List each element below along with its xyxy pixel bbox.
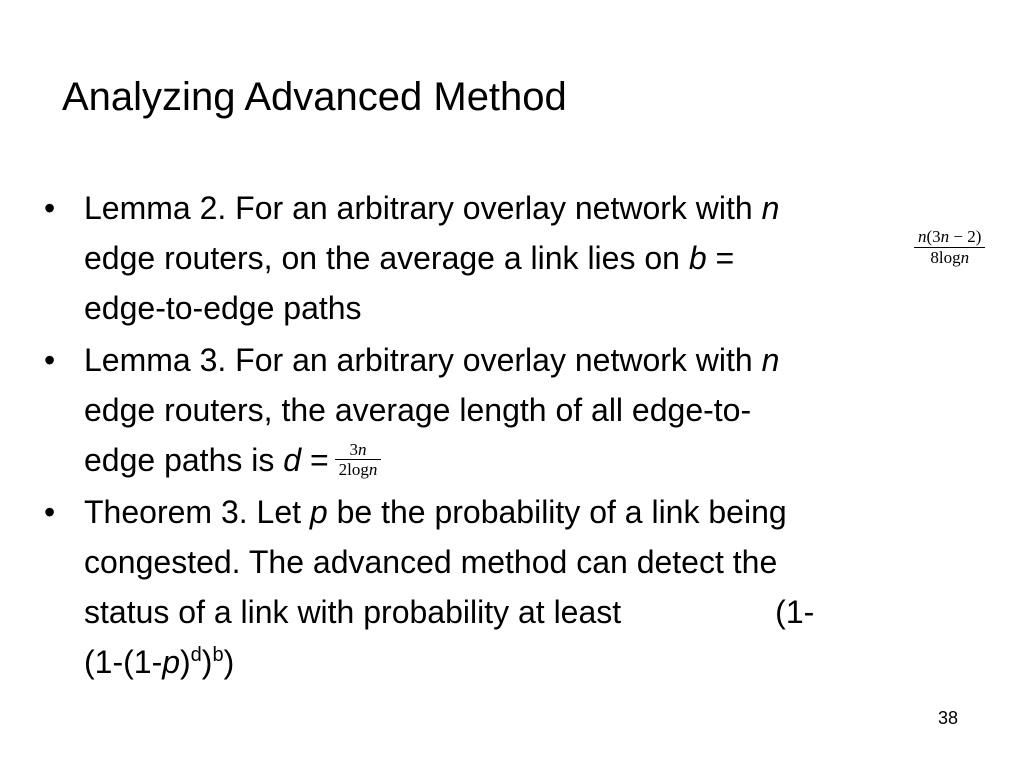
equals-sign: =: [301, 442, 329, 478]
bullet-text: congested. The advanced method can detec…: [84, 544, 778, 580]
variable-b: b: [688, 240, 707, 276]
denominator-log: 2log: [338, 460, 369, 480]
variable-d: d: [283, 442, 302, 478]
superscript-d: d: [190, 644, 202, 666]
bullet-text: edge-to-edge paths: [84, 290, 362, 326]
variable-n: n: [761, 342, 780, 378]
bullet-marker: •: [44, 494, 56, 530]
superscript-b: b: [212, 644, 224, 666]
bullet-lemma-3: • Lemma 3. For an arbitrary overlay netw…: [44, 335, 984, 485]
denominator-variable: n: [960, 247, 970, 267]
bullet-line: Lemma 2. For an arbitrary overlay networ…: [84, 183, 984, 233]
variable-p: p: [162, 644, 181, 680]
bullet-text: status of a link with probability at lea…: [84, 594, 622, 630]
bullet-text: (1-: [775, 594, 815, 630]
bullet-text: Lemma 2. For an arbitrary overlay networ…: [84, 190, 762, 226]
numerator-variable: n: [918, 227, 927, 246]
bullet-line: Lemma 3. For an arbitrary overlay networ…: [84, 335, 984, 385]
bullet-text: edge paths is: [84, 442, 284, 478]
denominator-log: 8log: [930, 247, 961, 267]
fraction: n(3n − 2)8logn: [914, 227, 986, 268]
bullet-text: edge routers, the average length of all …: [84, 392, 752, 428]
bullet-text: edge routers, on the average a link lies…: [84, 240, 689, 276]
bullet-line: edge routers, on the average a link lies…: [84, 233, 984, 283]
numerator-paren: (3: [926, 227, 941, 246]
bullet-text: Lemma 3. For an arbitrary overlay networ…: [84, 342, 762, 378]
bullet-list: • Lemma 2. For an arbitrary overlay netw…: [44, 183, 984, 689]
bullet-line: edge routers, the average length of all …: [84, 385, 984, 435]
bullet-line: congested. The advanced method can detec…: [84, 537, 984, 587]
expression-paren: ): [180, 644, 191, 680]
equals-sign: =: [706, 240, 735, 276]
bullet-line: Theorem 3. Let p be the probability of a…: [84, 487, 984, 537]
numerator-variable: n: [940, 227, 950, 246]
bullet-lemma-2: • Lemma 2. For an arbitrary overlay netw…: [44, 183, 984, 333]
formula-b: n(3n − 2)8logn: [914, 227, 986, 268]
numerator-coefficient: 3: [349, 439, 358, 459]
expression-paren: ): [201, 644, 213, 680]
numerator-rest: − 2): [949, 227, 982, 246]
bullet-theorem-3: • Theorem 3. Let p be the probability of…: [44, 487, 984, 687]
bullet-line: status of a link with probability at lea…: [84, 587, 984, 637]
bullet-line: edge-to-edge paths: [84, 283, 984, 333]
bullet-marker: •: [44, 342, 56, 378]
bullet-text: be the probability of a link being: [327, 494, 787, 530]
slide-title: Analyzing Advanced Method: [62, 75, 567, 119]
variable-p: p: [309, 494, 328, 530]
variable-n: n: [761, 190, 780, 226]
numerator-variable: n: [357, 439, 367, 459]
fraction-numerator: n(3n − 2): [914, 227, 986, 248]
fraction-numerator: 3n: [334, 439, 382, 461]
bullet-line: (1-(1-p)d)b): [84, 637, 984, 687]
expression-prefix: (1-(1-: [84, 644, 163, 680]
bullet-marker: •: [44, 190, 56, 226]
denominator-variable: n: [368, 460, 378, 480]
expression-paren: ): [223, 644, 235, 680]
fraction-denominator: 8logn: [914, 248, 985, 268]
page-number: 38: [938, 708, 959, 728]
bullet-text: Theorem 3. Let: [84, 494, 310, 530]
fraction-denominator: 2logn: [335, 460, 382, 480]
